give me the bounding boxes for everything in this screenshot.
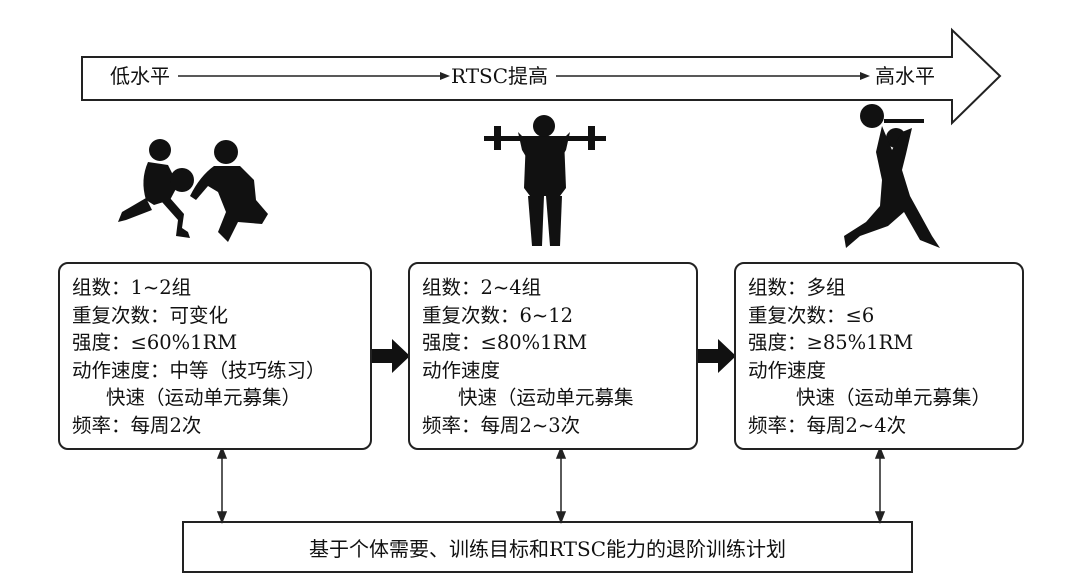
frequency-text: 频率：每周2~3次: [422, 413, 581, 437]
speed-detail-text: 快速（运动单元募集）: [106, 386, 302, 409]
speed-detail-text: 快速（运动单元募集: [458, 386, 634, 409]
stage-box-high: 组数：多组 重复次数：≤6 强度：≥85%1RM 动作速度 快速（运动单元募集）…: [734, 262, 1024, 450]
progress-line-left-head: [440, 72, 450, 80]
intensity-text: 强度：≥85%1RM: [748, 331, 914, 354]
progress-end-label: 高水平: [875, 64, 935, 88]
reps-text: 重复次数：可变化: [72, 303, 229, 327]
sets-text: 组数：2~4组: [422, 276, 542, 299]
child-barbell-squat-silhouette: [484, 115, 606, 246]
connector-2: [555, 445, 567, 525]
progress-start-label: 低水平: [110, 64, 170, 88]
speed-text: 动作速度: [422, 358, 501, 382]
connector-3: [874, 445, 886, 525]
progress-middle-label: RTSC提高: [451, 64, 549, 88]
intensity-text: 强度：≤80%1RM: [422, 331, 588, 354]
frequency-text: 频率：每周2次: [72, 413, 202, 437]
stage-box-low: 组数：1~2组 重复次数：可变化 强度：≤60%1RM 动作速度：中等（技巧练习…: [58, 262, 372, 450]
regression-plan-label: 基于个体需要、训练目标和RTSC能力的退阶训练计划: [308, 536, 787, 561]
child-with-adult-coach-silhouette: [118, 139, 268, 242]
frequency-text: 频率：每周2~4次: [748, 413, 907, 437]
speed-text: 动作速度：中等（技巧练习）: [72, 358, 326, 382]
speed-text: 动作速度: [748, 358, 827, 382]
stage-box-mid: 组数：2~4组 重复次数：6~12 强度：≤80%1RM 动作速度 快速（运动单…: [408, 262, 698, 450]
reps-text: 重复次数：6~12: [422, 303, 574, 327]
speed-detail-text: 快速（运动单元募集）: [796, 386, 992, 409]
sets-text: 组数：多组: [748, 276, 846, 299]
stage-arrow-2: [698, 339, 736, 373]
connector-1: [216, 445, 228, 525]
lunge-kettlebell-overhead-silhouette: [844, 104, 940, 248]
sets-text: 组数：1~2组: [72, 276, 192, 299]
intensity-text: 强度：≤60%1RM: [72, 331, 238, 354]
reps-text: 重复次数：≤6: [748, 303, 875, 327]
progress-line-right-head: [860, 72, 870, 80]
regression-plan-box: 基于个体需要、训练目标和RTSC能力的退阶训练计划: [182, 521, 913, 573]
stage-arrow-1: [372, 339, 410, 373]
